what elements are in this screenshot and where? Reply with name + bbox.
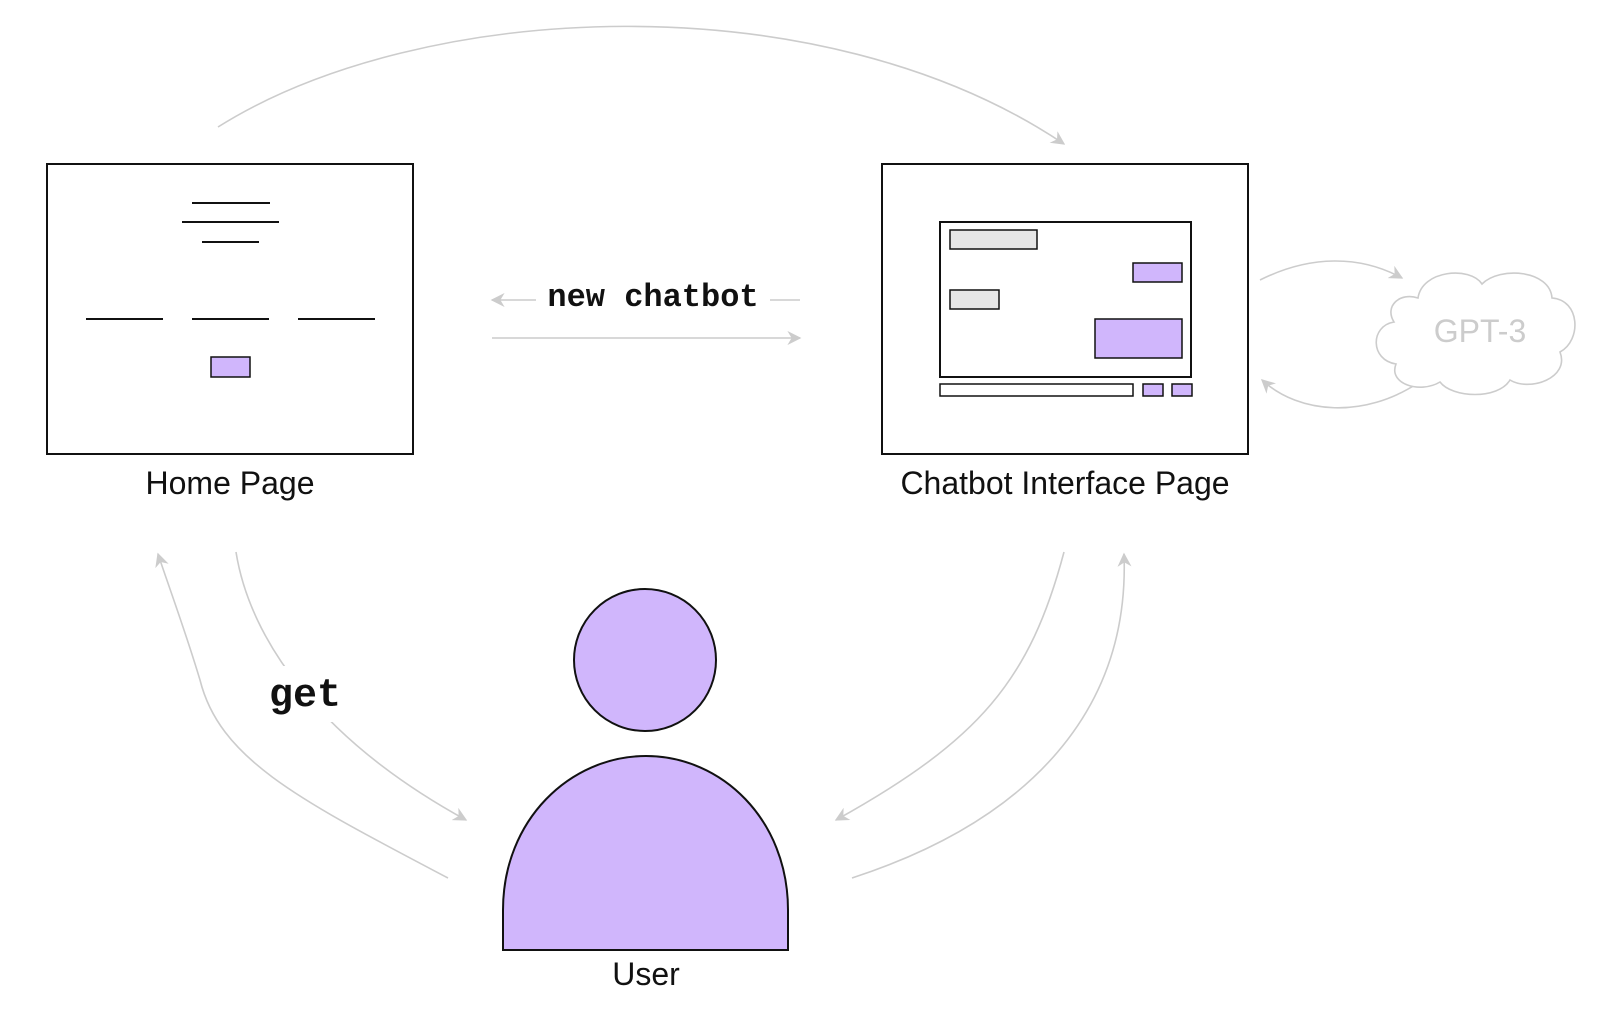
user-message-bubble-2: [1094, 318, 1183, 359]
bot-message-bubble-2: [949, 289, 1000, 310]
arrow-chatbot-to-gpt: [1259, 260, 1404, 281]
gpt3-label: GPT-3: [1434, 313, 1526, 349]
arrow-user-to-home: [155, 552, 449, 879]
chat-input-field: [939, 383, 1134, 397]
gpt3-cloud-node: GPT-3: [1375, 272, 1576, 396]
chat-extra-button: [1171, 383, 1193, 397]
cloud-icon: [1375, 272, 1576, 396]
home-page-frame: [46, 163, 414, 455]
arrow-chatbot-to-user: [834, 551, 1065, 821]
chatbot-page-label: Chatbot Interface Page: [900, 465, 1229, 501]
arrow-gpt-to-chatbot: [1260, 379, 1419, 409]
user-node: [502, 588, 789, 951]
home-page-node: [46, 163, 414, 455]
home-page-label: Home Page: [146, 465, 315, 501]
arrow-user-to-chatbot: [851, 552, 1132, 879]
user-icon-body: [502, 754, 789, 951]
arrow-home-to-chatbot-top: [217, 25, 1066, 145]
chatbot-page-node: [881, 163, 1249, 455]
user-icon-head: [573, 588, 717, 732]
bot-message-bubble-1: [949, 229, 1038, 250]
user-message-bubble-1: [1132, 262, 1183, 283]
edge-label-get: get: [269, 674, 341, 719]
chat-send-button: [1142, 383, 1164, 397]
edge-label-new-chatbot: new chatbot: [547, 279, 758, 316]
home-action-button: [210, 356, 251, 378]
user-label: User: [612, 956, 680, 992]
